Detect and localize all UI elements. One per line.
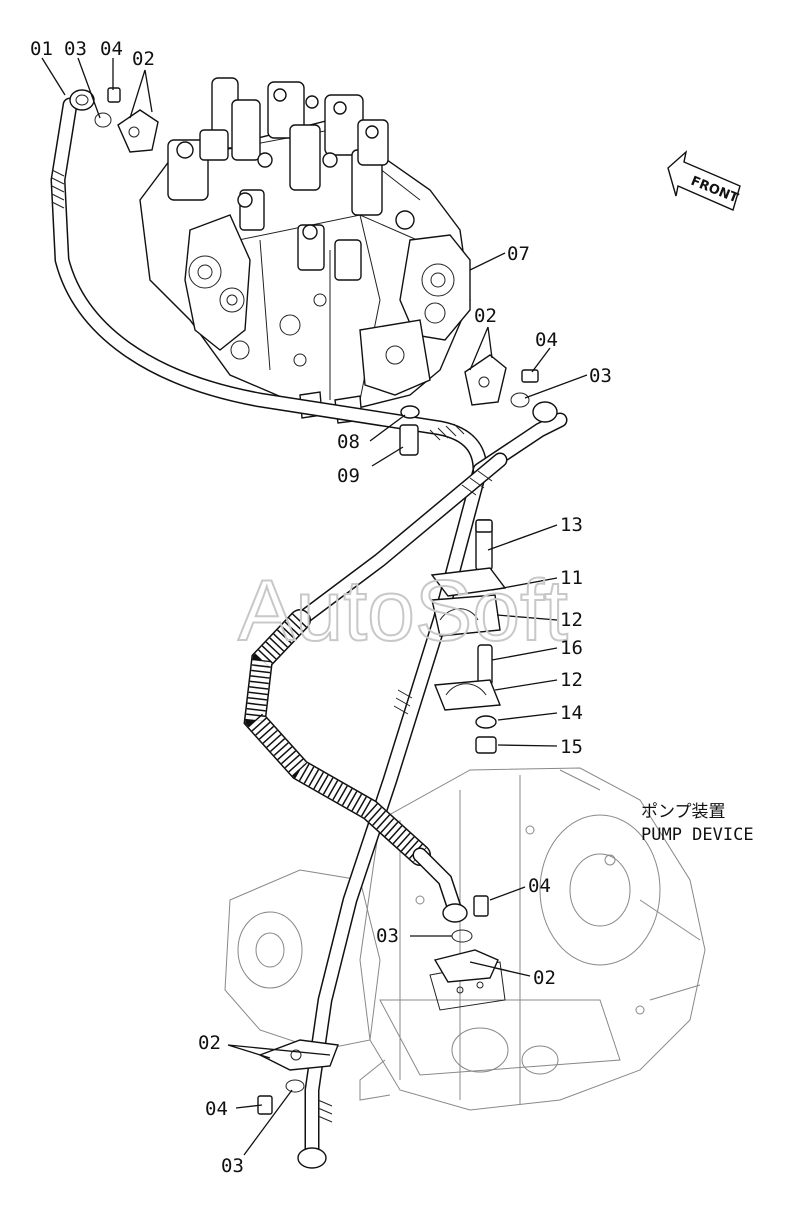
callout-04: 04 [528, 875, 551, 897]
callout-14: 14 [560, 702, 583, 724]
callout-16: 16 [560, 637, 583, 659]
callout-15: 15 [560, 736, 583, 758]
callout-02: 02 [533, 967, 556, 989]
callout-03: 03 [221, 1155, 244, 1177]
watermark: AutoSoft [238, 563, 568, 659]
pump-device-drawing [224, 767, 706, 1111]
callout-02: 02 [132, 48, 155, 70]
front-arrow-icon: FRONT [667, 150, 741, 211]
callout-04: 04 [100, 38, 123, 60]
callout-07: 07 [507, 243, 530, 265]
callout-02: 02 [474, 305, 497, 327]
callout-03: 03 [64, 38, 87, 60]
control-valve-drawing [139, 77, 471, 424]
callout-01: 01 [30, 38, 53, 60]
callout-12: 12 [560, 669, 583, 691]
callout-08: 08 [337, 431, 360, 453]
callout-02: 02 [198, 1032, 221, 1054]
callout-09: 09 [337, 465, 360, 487]
callout-04: 04 [535, 329, 558, 351]
hose-assembly-corrugated [243, 412, 568, 918]
leader-lines [41, 57, 588, 1156]
fittings [69, 87, 558, 1169]
callout-13: 13 [560, 514, 583, 536]
callout-03: 03 [376, 925, 399, 947]
callout-04: 04 [205, 1098, 228, 1120]
callout-labels: 01 03 04 02 07 02 04 03 08 09 13 11 12 1… [30, 38, 612, 1177]
pump-note-en: PUMP DEVICE [641, 825, 754, 845]
pump-note-jp: ポンプ装置 [641, 802, 726, 822]
callout-12: 12 [560, 609, 583, 631]
callout-11: 11 [560, 567, 583, 589]
callout-03: 03 [589, 365, 612, 387]
